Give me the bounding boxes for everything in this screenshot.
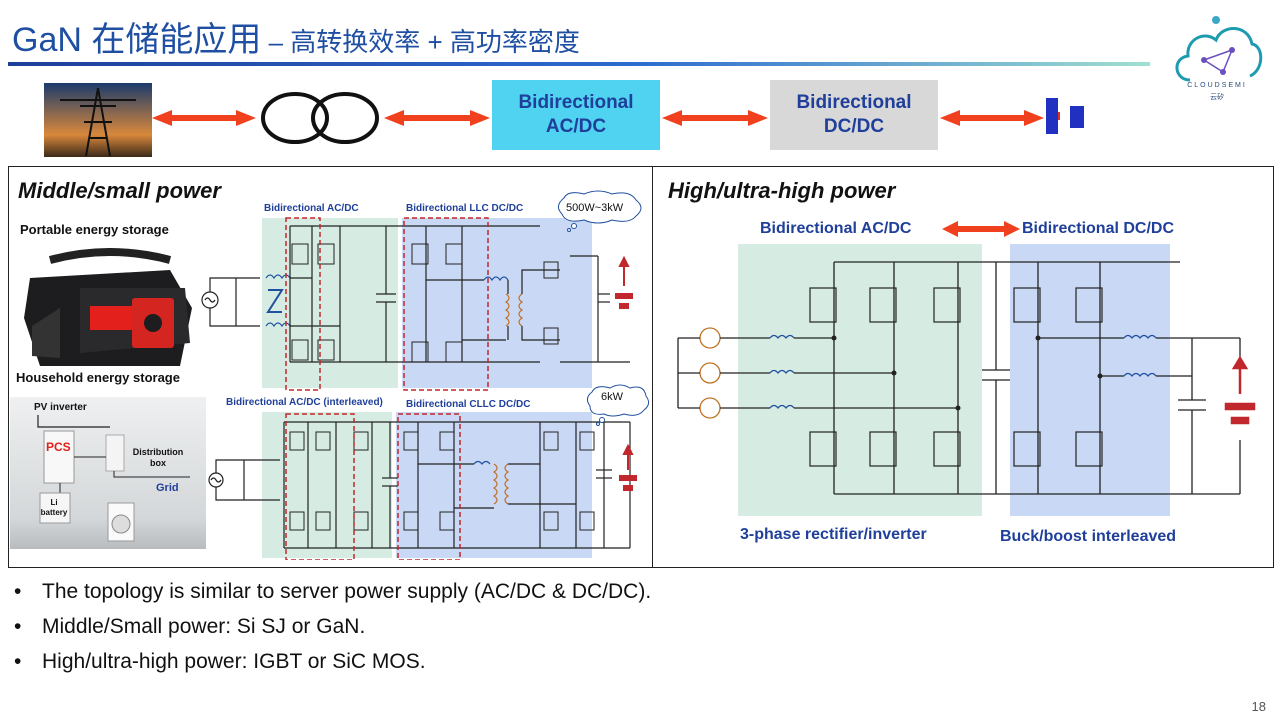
top-circuit-schematic [201, 217, 633, 391]
logo-brand: CLOUDSEMI [1187, 82, 1247, 89]
bidirectional-acdc-box: Bidirectional AC/DC [492, 80, 660, 150]
transformer-icon [261, 92, 379, 144]
portable-storage-image [24, 248, 192, 366]
bottom-power-rating: 6kW [601, 391, 623, 403]
top-dcdc-label: Bidirectional LLC DC/DC [406, 203, 524, 214]
bullet-item: •High/ultra-high power: IGBT or SiC MOS. [14, 650, 426, 673]
bidirectional-arrow [384, 110, 490, 126]
page-number: 18 [1251, 699, 1266, 714]
li-battery-label: Li battery [40, 498, 68, 517]
bullet-text: Middle/Small power: Si SJ or GaN. [42, 615, 366, 638]
bullet-text: The topology is similar to server power … [42, 580, 652, 603]
buckboost-region [1010, 244, 1170, 516]
right-acdc-label: Bidirectional AC/DC [760, 220, 912, 237]
title-dash: – [261, 27, 291, 57]
title-main: GaN 在储能应用 [12, 21, 262, 59]
title-subtitle: 高转换效率 + 高功率密度 [290, 27, 580, 57]
power-tower-icon [44, 83, 152, 157]
bidirectional-arrow [152, 110, 256, 126]
top-acdc-label: Bidirectional AC/DC [264, 203, 359, 214]
household-wiring [37, 415, 190, 542]
grid-label: Grid [156, 482, 179, 494]
bottom-acdc-label: Bidirectional AC/DC (interleaved) [226, 397, 383, 408]
top-power-rating: 500W~3kW [566, 202, 624, 214]
buckboost-label: Buck/boost interleaved [1000, 528, 1177, 545]
bullet-item: •Middle/Small power: Si SJ or GaN. [14, 615, 366, 638]
pcs-label: PCS [46, 440, 71, 454]
bottom-circuit-schematic [208, 413, 637, 560]
bullet-item: •The topology is similar to server power… [14, 580, 652, 603]
logo-brand-cn: 云矽 [1210, 94, 1224, 101]
bottom-dcdc-label: Bidirectional CLLC DC/DC [406, 399, 531, 410]
bidirectional-dcdc-box: Bidirectional DC/DC [770, 80, 938, 150]
title-divider [8, 62, 1150, 66]
bidirectional-arrow [942, 221, 1020, 237]
bottom-dcdc-region [396, 412, 592, 558]
three-phase-schematic [677, 261, 1256, 495]
bullet-text: High/ultra-high power: IGBT or SiC MOS. [42, 650, 426, 673]
left-panel-title: Middle/small power [18, 178, 221, 203]
household-storage-label: Household energy storage [16, 370, 180, 385]
portable-storage-label: Portable energy storage [20, 222, 169, 237]
rectifier-label: 3-phase rectifier/inverter [740, 526, 927, 543]
power-rating-bubble [558, 190, 642, 232]
cloud-network-icon [1175, 16, 1263, 82]
rectifier-region [738, 244, 982, 516]
bidirectional-arrow [662, 110, 768, 126]
battery-icon [1046, 98, 1084, 134]
distribution-box-label: Distribution box [132, 447, 184, 468]
power-rating-bubble [586, 384, 650, 426]
right-panel-title: High/ultra-high power [668, 178, 896, 203]
pv-inverter-label: PV inverter [34, 402, 87, 413]
right-dcdc-label: Bidirectional DC/DC [1022, 220, 1175, 237]
energy-chain-diagram [44, 83, 1084, 157]
page-title: GaN 在储能应用 – 高转换效率 + 高功率密度 [12, 12, 580, 61]
bidirectional-arrow [940, 110, 1044, 126]
top-dcdc-region [402, 218, 592, 388]
